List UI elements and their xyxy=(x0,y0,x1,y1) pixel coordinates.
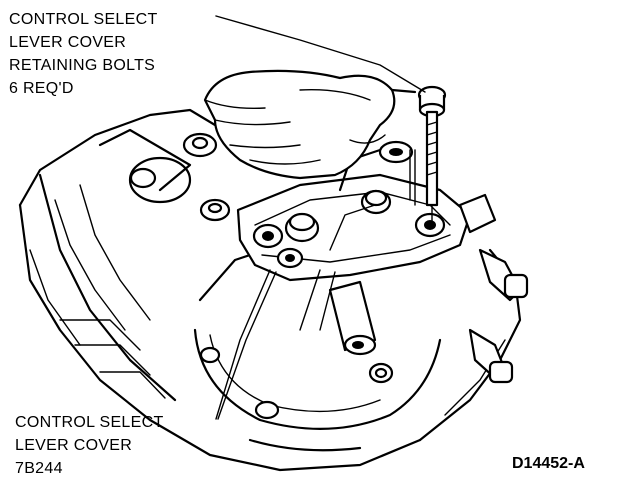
retaining-bolt-icon xyxy=(409,85,447,223)
cover-callout-line-2: LEVER COVER xyxy=(15,437,132,454)
bolts-callout-line-4: 6 REQ'D xyxy=(9,80,74,97)
cover-callout-line-3: 7B244 xyxy=(15,460,63,477)
case-bosses xyxy=(98,128,394,420)
cover-callout-line-1: CONTROL SELECT xyxy=(15,414,164,431)
shift-shaft xyxy=(328,280,377,356)
bolts-callout-line-2: LEVER COVER xyxy=(9,34,126,51)
cover-callout: CONTROL SELECT LEVER COVER 7B244 xyxy=(15,414,164,477)
figure-id: D14452-A xyxy=(512,455,585,472)
lever-cover-plate xyxy=(236,140,472,331)
bolts-callout-line-1: CONTROL SELECT xyxy=(9,11,158,28)
leader-lines xyxy=(215,15,426,420)
bolts-leader-line xyxy=(215,15,426,93)
bolts-callout: CONTROL SELECT LEVER COVER RETAINING BOL… xyxy=(9,11,158,97)
cover-leader-line xyxy=(215,269,271,420)
bolts-callout-line-3: RETAINING BOLTS xyxy=(9,57,155,74)
hand-icon xyxy=(203,69,417,180)
side-fittings xyxy=(458,193,529,384)
